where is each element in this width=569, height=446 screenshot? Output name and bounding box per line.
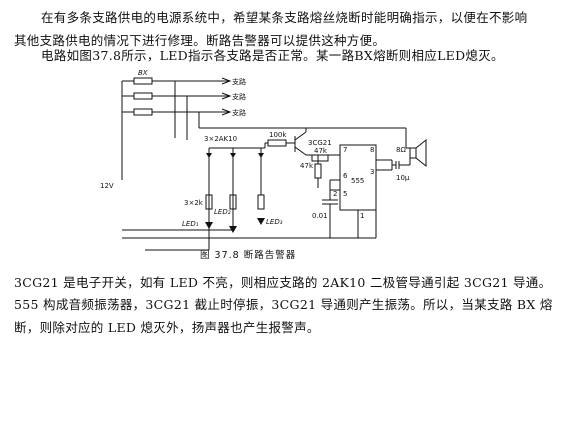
- intro-paragraph: 在有多条支路供电的电源系统中，希望某条支路熔丝烧断时能明确指示，以便在不影响 其…: [14, 6, 541, 52]
- label-3cg21: 3CG21: [308, 139, 332, 147]
- label-led-2: LED₂: [214, 208, 231, 216]
- resistor-2k-3: [257, 194, 265, 210]
- body-line-1: 3CG21 是电子开关，如有 LED 不亮，则相应支路的 2AK10 二极管导通…: [14, 275, 552, 290]
- label-pin-8: 8: [370, 146, 374, 154]
- label-led-1: LED₁: [182, 220, 199, 228]
- label-pin-3: 3: [370, 168, 374, 176]
- fuse-1: [133, 77, 153, 85]
- label-branch-2: 支路: [232, 92, 246, 101]
- label-pin-5: 5: [343, 190, 347, 198]
- label-bx: BX: [138, 69, 148, 77]
- label-555: 555: [351, 177, 364, 185]
- label-pin-2: 2: [333, 190, 337, 198]
- label-8ohm: 8Ω: [396, 146, 406, 154]
- label-10u: 10μ: [396, 174, 410, 182]
- resistor-47k-a: [314, 163, 322, 179]
- figure-caption: 图 37.8 断路告警器: [200, 250, 297, 261]
- label-branch-1: 支路: [232, 77, 246, 86]
- fuse-group: [133, 77, 153, 116]
- label-001: 0.01: [312, 212, 328, 220]
- label-pin-7: 7: [343, 146, 347, 154]
- label-pin-6: 6: [343, 172, 348, 180]
- speaker-icon: [406, 138, 427, 168]
- label-3x2k: 3×2k: [184, 199, 204, 207]
- intro-line-1: 在有多条支路供电的电源系统中，希望某条支路熔丝烧断时能明确指示，以便在不影响: [41, 10, 528, 25]
- label-47k-a: 47k: [300, 162, 314, 170]
- body-line-3: 断，则除对应的 LED 熄灭外，扬声器也产生报警声。: [14, 320, 320, 335]
- description-line-1: 电路如图37.8所示，LED指示各支路是否正常。某一路BX熔断则相应LED熄灭。: [41, 48, 504, 63]
- label-12v: 12V: [100, 182, 114, 190]
- resistor-47k-b: [311, 154, 329, 162]
- intro-line-2: 其他支路供电的情况下进行修理。断路告警器可以提供这种方便。: [14, 33, 386, 48]
- transistor-3cg21: [294, 128, 307, 156]
- fuse-3: [133, 108, 153, 116]
- led-1: [205, 222, 213, 229]
- label-100k: 100k: [269, 131, 287, 139]
- resistor-100k: [267, 139, 287, 147]
- label-diodes: 3×2AK10: [204, 135, 237, 143]
- fuse-2: [133, 92, 153, 100]
- resistor-2k-2: [229, 194, 237, 210]
- resistor-2k-1: [205, 194, 213, 210]
- led-3: [257, 218, 265, 225]
- description-paragraph: 电路如图37.8所示，LED指示各支路是否正常。某一路BX熔断则相应LED熄灭。: [41, 44, 541, 67]
- label-led-3: LED₃: [266, 218, 283, 226]
- body-paragraph: 3CG21 是电子开关，如有 LED 不亮，则相应支路的 2AK10 二极管导通…: [14, 271, 552, 294]
- label-47k-b: 47k: [314, 147, 328, 155]
- body-paragraph-2: 555 构成音频振荡器，3CG21 截止时停振，3CG21 导通则产生振荡。所以…: [14, 293, 553, 339]
- body-line-2: 555 构成音频振荡器，3CG21 截止时停振，3CG21 导通则产生振荡。所以…: [14, 297, 553, 312]
- label-branch-3: 支路: [232, 108, 246, 117]
- label-pin-1: 1: [360, 212, 364, 220]
